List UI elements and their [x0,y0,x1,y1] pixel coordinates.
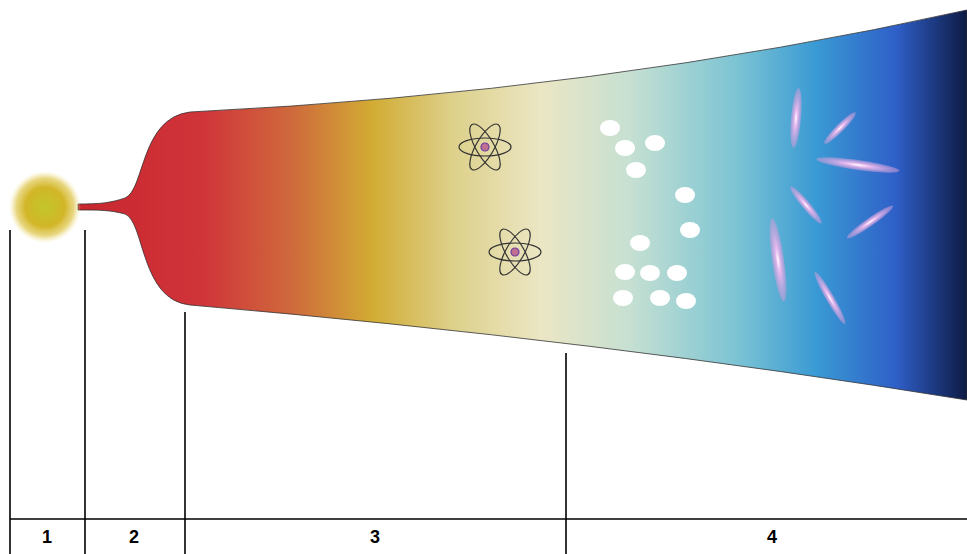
expansion-fan [78,10,967,400]
galaxy-shapes [766,88,900,326]
star-dots [600,120,700,309]
atom-symbol [459,120,511,174]
timeline-axis [10,230,967,554]
big-bang-ball [9,171,81,243]
section-number: 4 [767,528,777,546]
section-number: 1 [42,528,52,546]
atom-symbol [489,225,541,279]
section-number: 2 [129,528,139,546]
section-number: 3 [370,528,380,546]
